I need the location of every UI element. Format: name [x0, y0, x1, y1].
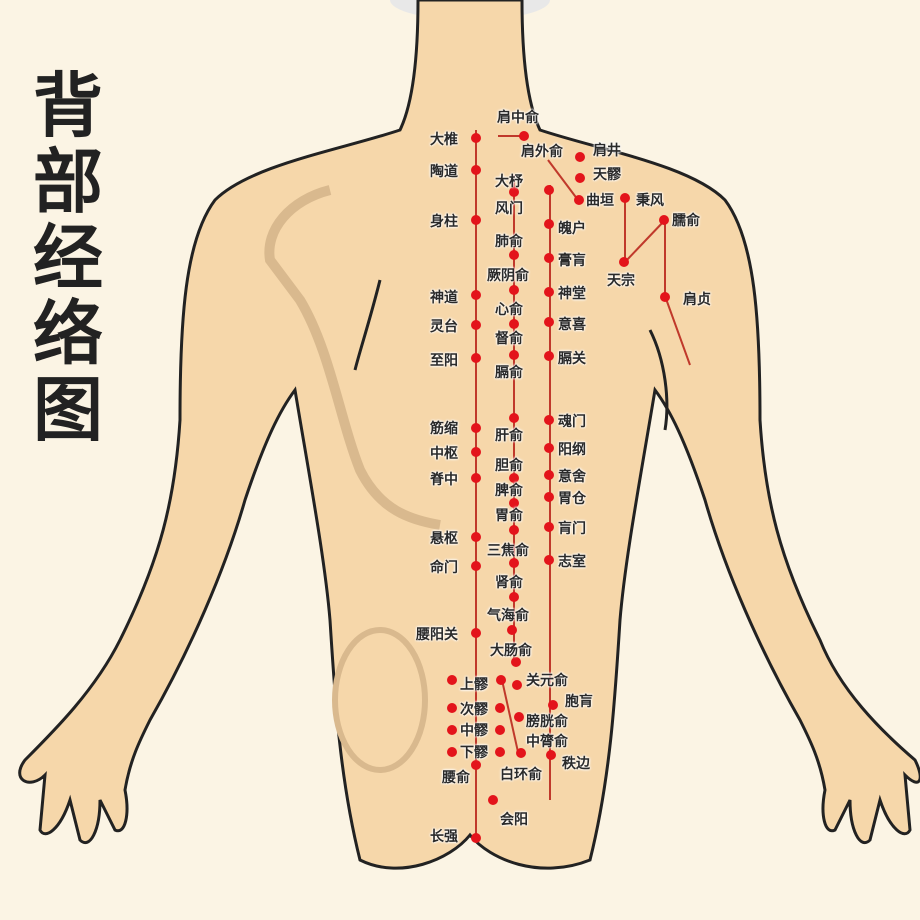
- point-label: 腰俞: [442, 770, 470, 786]
- point-label: 膀胱俞: [526, 714, 568, 730]
- point-label: 身柱: [430, 214, 458, 230]
- point-label: 陶道: [430, 164, 458, 180]
- point-label: 悬枢: [430, 531, 458, 547]
- point-label: 胆俞: [495, 458, 523, 474]
- pelvis-sketch: [332, 627, 428, 773]
- point-label: 肓门: [558, 521, 586, 537]
- point-label: 意喜: [558, 317, 586, 333]
- point-label: 脊中: [430, 472, 458, 488]
- point-label: 胞肓: [565, 694, 593, 710]
- point-label: 中枢: [430, 446, 458, 462]
- point-label: 腰阳关: [416, 627, 458, 643]
- point-label: 脾俞: [495, 483, 523, 499]
- acupoint-dots: [447, 131, 670, 843]
- point-label: 魄户: [558, 221, 586, 237]
- scapula-edge-right: [648, 329, 669, 431]
- point-label: 白环俞: [500, 767, 542, 783]
- point-label: 秩边: [562, 756, 590, 772]
- point-label: 中膂俞: [526, 734, 568, 750]
- point-label: 意舍: [558, 469, 586, 485]
- point-label: 肾俞: [495, 575, 523, 591]
- point-label: 会阳: [500, 812, 528, 828]
- point-label: 心俞: [495, 302, 523, 318]
- point-label: 风门: [495, 201, 523, 217]
- point-label: 下髎: [460, 745, 488, 761]
- page-title: 背 部 经 络 图: [28, 68, 108, 448]
- point-label: 大肠俞: [490, 643, 532, 659]
- point-label: 次髎: [460, 702, 488, 718]
- point-label: 大椎: [430, 132, 458, 148]
- point-label: 肩井: [593, 143, 621, 159]
- point-label: 长强: [430, 829, 458, 845]
- point-label: 命门: [430, 560, 458, 576]
- point-label: 膈关: [558, 351, 586, 367]
- title-char: 经: [33, 217, 103, 299]
- title-char: 图: [33, 369, 103, 451]
- point-label: 阳纲: [558, 442, 586, 458]
- point-label: 胃仓: [558, 491, 586, 507]
- scapula-ribs-sketch: [264, 185, 441, 530]
- point-label: 臑俞: [672, 213, 700, 229]
- title-char: 络: [33, 293, 103, 375]
- point-label: 至阳: [430, 353, 458, 369]
- point-label: 灵台: [430, 319, 458, 335]
- point-label: 肩中俞: [497, 110, 539, 126]
- point-label: 厥阴俞: [487, 268, 529, 284]
- point-label: 天髎: [593, 167, 621, 183]
- point-label: 肩外俞: [521, 144, 563, 160]
- point-label: 中髎: [460, 723, 488, 739]
- point-label: 肩贞: [683, 292, 711, 308]
- point-label: 肺俞: [495, 234, 523, 250]
- point-label: 神堂: [558, 286, 586, 302]
- point-label: 大杼: [495, 174, 523, 190]
- point-label: 天宗: [607, 273, 635, 289]
- point-label: 志室: [558, 554, 586, 570]
- point-label: 督俞: [495, 331, 523, 347]
- point-label: 关元俞: [526, 673, 568, 689]
- point-label: 胃俞: [495, 508, 523, 524]
- point-label: 筋缩: [430, 421, 458, 437]
- point-label: 气海俞: [487, 608, 529, 624]
- point-label: 三焦俞: [487, 543, 529, 559]
- point-label: 秉风: [636, 193, 664, 209]
- point-label: 膈俞: [495, 365, 523, 381]
- title-char: 部: [33, 141, 103, 223]
- point-label: 膏肓: [558, 253, 586, 269]
- point-label: 肝俞: [495, 428, 523, 444]
- point-label: 神道: [430, 290, 458, 306]
- point-label: 上髎: [460, 677, 488, 693]
- scapula-edge-left: [353, 279, 382, 371]
- body-silhouette: [18, 0, 920, 870]
- title-char: 背: [33, 65, 103, 147]
- point-label: 魂门: [558, 414, 586, 430]
- point-label: 曲垣: [586, 193, 614, 209]
